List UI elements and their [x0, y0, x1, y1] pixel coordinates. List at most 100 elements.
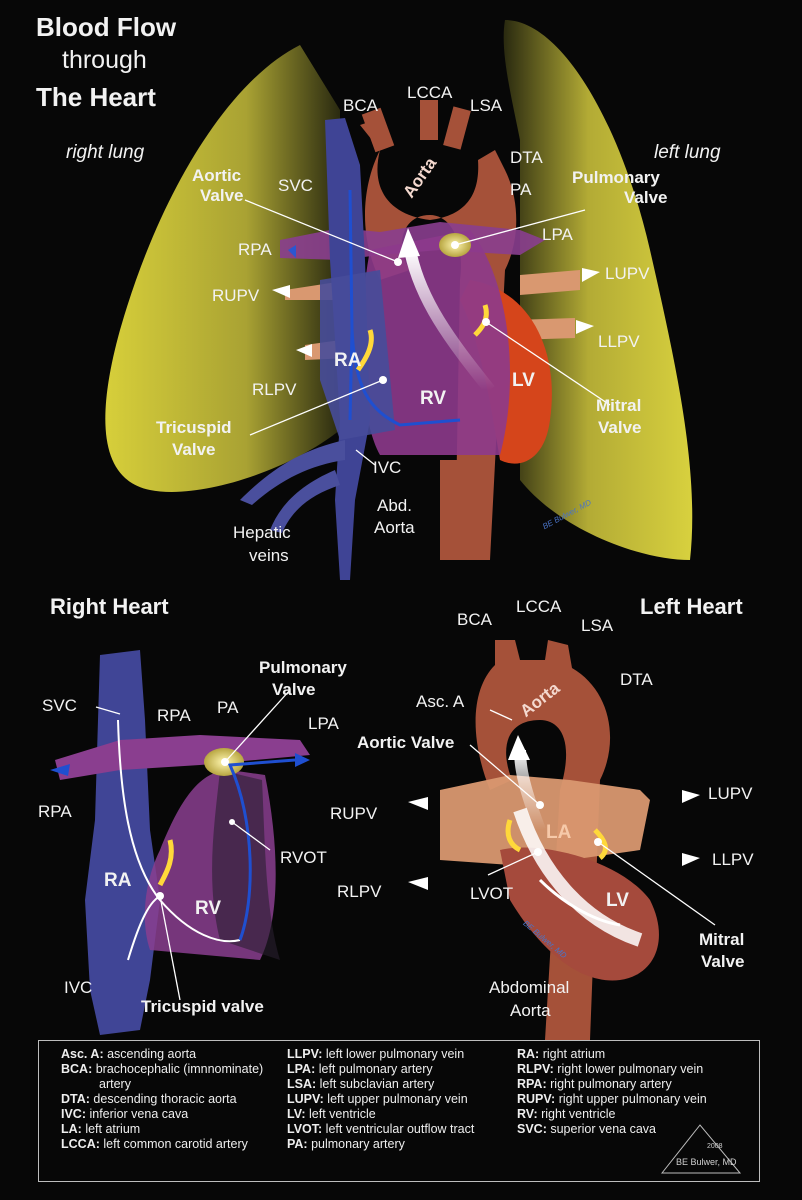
lh-llpv-label: LLPV	[712, 850, 754, 869]
right-lung-shape	[105, 45, 340, 492]
top-tricuspid-valve-label-2: Valve	[172, 440, 216, 459]
right-heart-heading: Right Heart	[50, 594, 169, 619]
legend-row: RA: right atrium	[517, 1047, 606, 1061]
legend-year: 2008	[707, 1143, 723, 1150]
legend-row: DTA: descending thoracic aorta	[61, 1092, 237, 1106]
top-llpv-label: LLPV	[598, 332, 640, 351]
legend-col-3: RA: right atrium RLPV: right lower pulmo…	[517, 1047, 707, 1137]
top-rlpv-label: RLPV	[252, 380, 297, 399]
rh-pulm-artery	[55, 735, 310, 780]
lh-la-label: LA	[546, 822, 572, 843]
lh-mitral-valve-label-2: Valve	[701, 952, 745, 971]
rh-lpa-label: LPA	[308, 714, 339, 733]
left-heart-heading: Left Heart	[640, 594, 743, 619]
top-tricuspid-valve-label-1: Tricuspid	[156, 418, 232, 437]
rh-ra-label: RA	[104, 870, 132, 891]
top-lsa-label: LSA	[470, 96, 503, 115]
legend-row: LPA: left pulmonary artery	[287, 1062, 433, 1076]
rh-pa-label: PA	[217, 698, 239, 717]
top-lupv-label: LUPV	[605, 264, 650, 283]
rh-rpa-top-label: RPA	[157, 706, 191, 725]
rh-svc-label: SVC	[42, 696, 77, 715]
rh-pulmonary-valve-label-2: Valve	[272, 680, 316, 699]
legend-row: LSA: left subclavian artery	[287, 1077, 435, 1091]
top-pulmonary-valve-label-1: Pulmonary	[572, 168, 660, 187]
right-lung-label: right lung	[66, 142, 145, 163]
legend-row: SVC: superior vena cava	[517, 1122, 656, 1136]
top-lsa	[443, 106, 471, 150]
left-lung-label: left lung	[654, 142, 721, 163]
top-abd-aorta-label-2: Aorta	[374, 518, 415, 537]
legend-row: Asc. A: ascending aorta	[61, 1047, 197, 1061]
top-aortic-valve-label-2: Valve	[200, 186, 244, 205]
rh-rvot-label: RVOT	[280, 848, 327, 867]
top-hepatic-veins-label-1: Hepatic	[233, 523, 291, 542]
rh-rv-label: RV	[195, 898, 222, 919]
top-rpa-label: RPA	[238, 240, 272, 259]
top-lcca	[420, 100, 438, 140]
title-line1: Blood Flow	[36, 12, 177, 42]
top-right-atrium	[320, 270, 395, 440]
top-mitral-valve-label-2: Valve	[598, 418, 642, 437]
top-abd-aorta-label-1: Abd.	[377, 496, 412, 515]
lh-lcca-label: LCCA	[516, 597, 562, 616]
top-pulmonary-valve-label-2: Valve	[624, 188, 668, 207]
rh-rpa-left-label: RPA	[38, 802, 72, 821]
legend-row: LCCA: left common carotid artery	[61, 1137, 248, 1151]
top-right-ventricle	[361, 230, 510, 455]
lh-lvot-label: LVOT	[470, 884, 514, 903]
lh-bca-label: BCA	[457, 610, 492, 629]
top-mitral-valve-label-1: Mitral	[596, 396, 642, 415]
lh-mitral-valve-label-1: Mitral	[699, 930, 745, 949]
legend-row: LUPV: left upper pulmonary vein	[287, 1092, 468, 1106]
top-bca	[361, 107, 395, 153]
top-hepatic-veins-label-2: veins	[249, 546, 289, 565]
legend-row: artery	[99, 1077, 131, 1091]
legend-row: RUPV: right upper pulmonary vein	[517, 1092, 707, 1106]
lh-aortic-valve-label: Aortic Valve	[357, 733, 455, 752]
top-lcca-label: LCCA	[407, 83, 453, 102]
legend-row: RPA: right pulmonary artery	[517, 1077, 672, 1091]
top-bca-label: BCA	[343, 96, 378, 115]
top-ivc-label: IVC	[373, 458, 402, 477]
legend-col-2: LLPV: left lower pulmonary vein LPA: lef…	[287, 1047, 474, 1152]
logo-triangle	[660, 1124, 742, 1174]
rh-pulmonary-valve-label-1: Pulmonary	[259, 658, 347, 677]
title-line3: The Heart	[36, 82, 156, 112]
lh-abdominal-aorta-label-1: Abdominal	[489, 978, 570, 997]
top-rv-label: RV	[420, 388, 447, 409]
lh-lv-label: LV	[606, 890, 629, 911]
top-lv-label: LV	[512, 370, 535, 391]
top-hepatic-veins	[240, 440, 345, 533]
legend-col-1: Asc. A: ascending aorta BCA: brachocepha…	[61, 1047, 263, 1152]
legend-row: LV: left ventricle	[287, 1107, 376, 1121]
rh-tricuspid-valve-label: Tricuspid valve	[141, 997, 264, 1016]
title-line2: through	[62, 46, 147, 74]
lh-lsa-label: LSA	[581, 616, 614, 635]
legend-row: IVC: inferior vena cava	[61, 1107, 189, 1121]
legend-row: LVOT: left ventricular outflow tract	[287, 1122, 475, 1136]
lh-abdominal-aorta-label-2: Aorta	[510, 1001, 551, 1020]
legend-signature: BE Bulwer, MD	[676, 1157, 737, 1167]
legend-row: BCA: brachocephalic (imnnominate)	[61, 1062, 264, 1076]
lh-lupv-label: LUPV	[708, 784, 753, 803]
legend-row: RLPV: right lower pulmonary vein	[517, 1062, 704, 1076]
top-dta-label: DTA	[510, 148, 543, 167]
lh-asc-a-label: Asc. A	[416, 692, 465, 711]
legend-row: RV: right ventricle	[517, 1107, 616, 1121]
lh-rlpv-label: RLPV	[337, 882, 382, 901]
lh-left-ventricle	[500, 847, 659, 981]
top-abd-aorta	[440, 460, 468, 560]
rh-ivc-label: IVC	[64, 978, 93, 997]
legend-row: PA: pulmonary artery	[287, 1137, 405, 1151]
legend-row: LLPV: left lower pulmonary vein	[287, 1047, 465, 1061]
top-svc-label: SVC	[278, 176, 313, 195]
lh-rupv-label: RUPV	[330, 804, 378, 823]
lh-dta-label: DTA	[620, 670, 653, 689]
top-pa-label: PA	[510, 180, 532, 199]
legend-box: Asc. A: ascending aorta BCA: brachocepha…	[38, 1040, 760, 1182]
legend-row: LA: left atrium	[61, 1122, 141, 1136]
top-aortic-valve-label-1: Aortic	[192, 166, 242, 185]
